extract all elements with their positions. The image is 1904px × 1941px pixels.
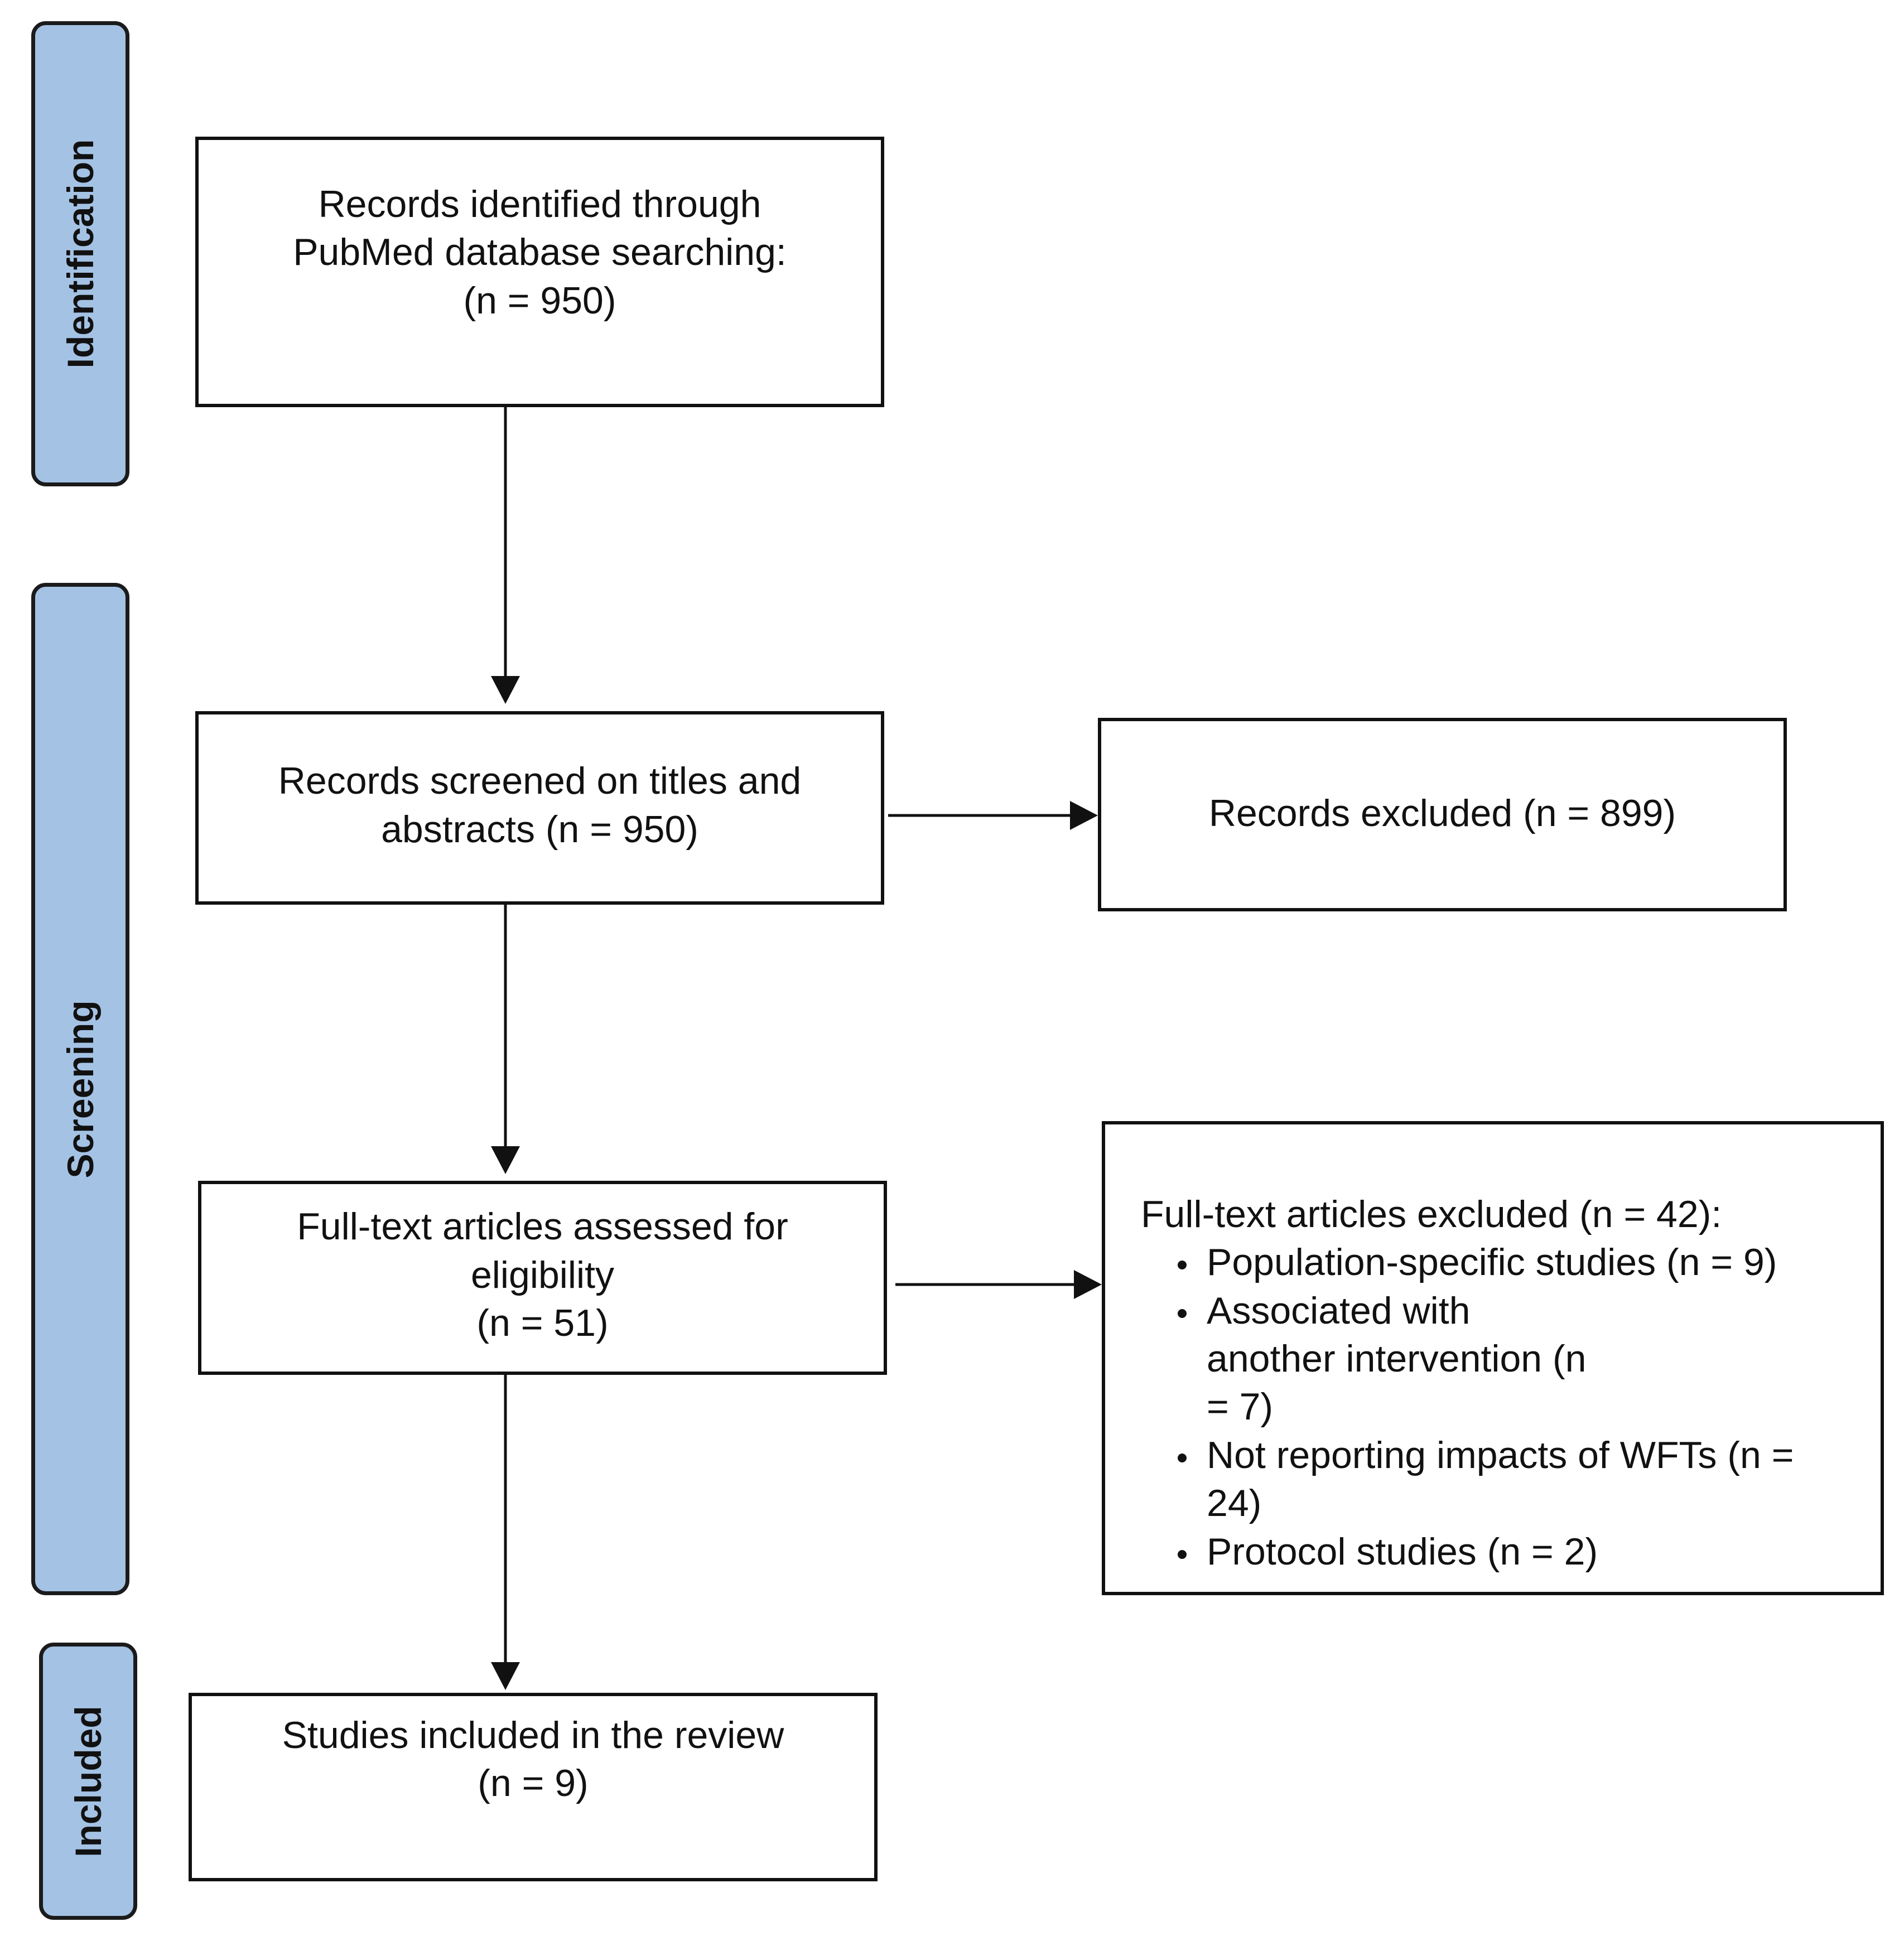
arrowhead-assessed-to-fulltext-excluded	[1074, 1270, 1102, 1299]
phase-screening: Screening	[31, 583, 129, 1595]
fulltext-excluded-heading: Full-text articles excluded (n = 42):	[1141, 1193, 1722, 1235]
phase-included: Included	[39, 1643, 137, 1920]
exclusion-reasons-list: Population-specific studies (n = 9) Asso…	[1141, 1238, 1853, 1576]
fulltext-assessed-count: (n = 51)	[476, 1302, 609, 1345]
exclusion-reason: Associated with another intervention (n …	[1141, 1287, 1608, 1431]
arrowhead-screened-to-excluded	[1070, 801, 1098, 830]
box-fulltext-assessed: Full-text articles assessed for eligibil…	[198, 1181, 887, 1375]
records-excluded-text: Records excluded (n = 899)	[1208, 792, 1676, 835]
fulltext-assessed-line1: Full-text articles assessed for	[297, 1205, 788, 1248]
studies-included-count: (n = 9)	[478, 1762, 589, 1804]
exclusion-reason: Population-specific studies (n = 9)	[1141, 1238, 1853, 1286]
records-identified-line2: PubMed database searching:	[293, 231, 787, 274]
records-screened-line2: abstracts (n = 950)	[381, 808, 698, 851]
arrowhead-identified-to-screened	[491, 676, 520, 704]
box-studies-included: Studies included in the review (n = 9)	[189, 1693, 878, 1881]
phase-identification: Identification	[31, 21, 129, 486]
records-identified-line1: Records identified through	[318, 182, 761, 225]
records-identified-count: (n = 950)	[463, 279, 616, 322]
box-records-screened: Records screened on titles and abstracts…	[195, 711, 884, 905]
records-screened-line1: Records screened on titles and	[278, 760, 802, 803]
box-records-identified: Records identified through PubMed databa…	[195, 137, 884, 407]
arrowhead-screened-to-assessed	[491, 1146, 520, 1174]
arrowhead-assessed-to-included	[491, 1662, 520, 1690]
fulltext-assessed-line2: eligibility	[470, 1253, 614, 1296]
exclusion-reason: Protocol studies (n = 2)	[1141, 1528, 1853, 1576]
studies-included-line1: Studies included in the review	[282, 1713, 784, 1756]
box-records-excluded: Records excluded (n = 899)	[1098, 718, 1787, 911]
box-fulltext-excluded: Full-text articles excluded (n = 42): Po…	[1102, 1121, 1884, 1595]
exclusion-reason: Not reporting impacts of WFTs (n = 24)	[1141, 1431, 1820, 1528]
